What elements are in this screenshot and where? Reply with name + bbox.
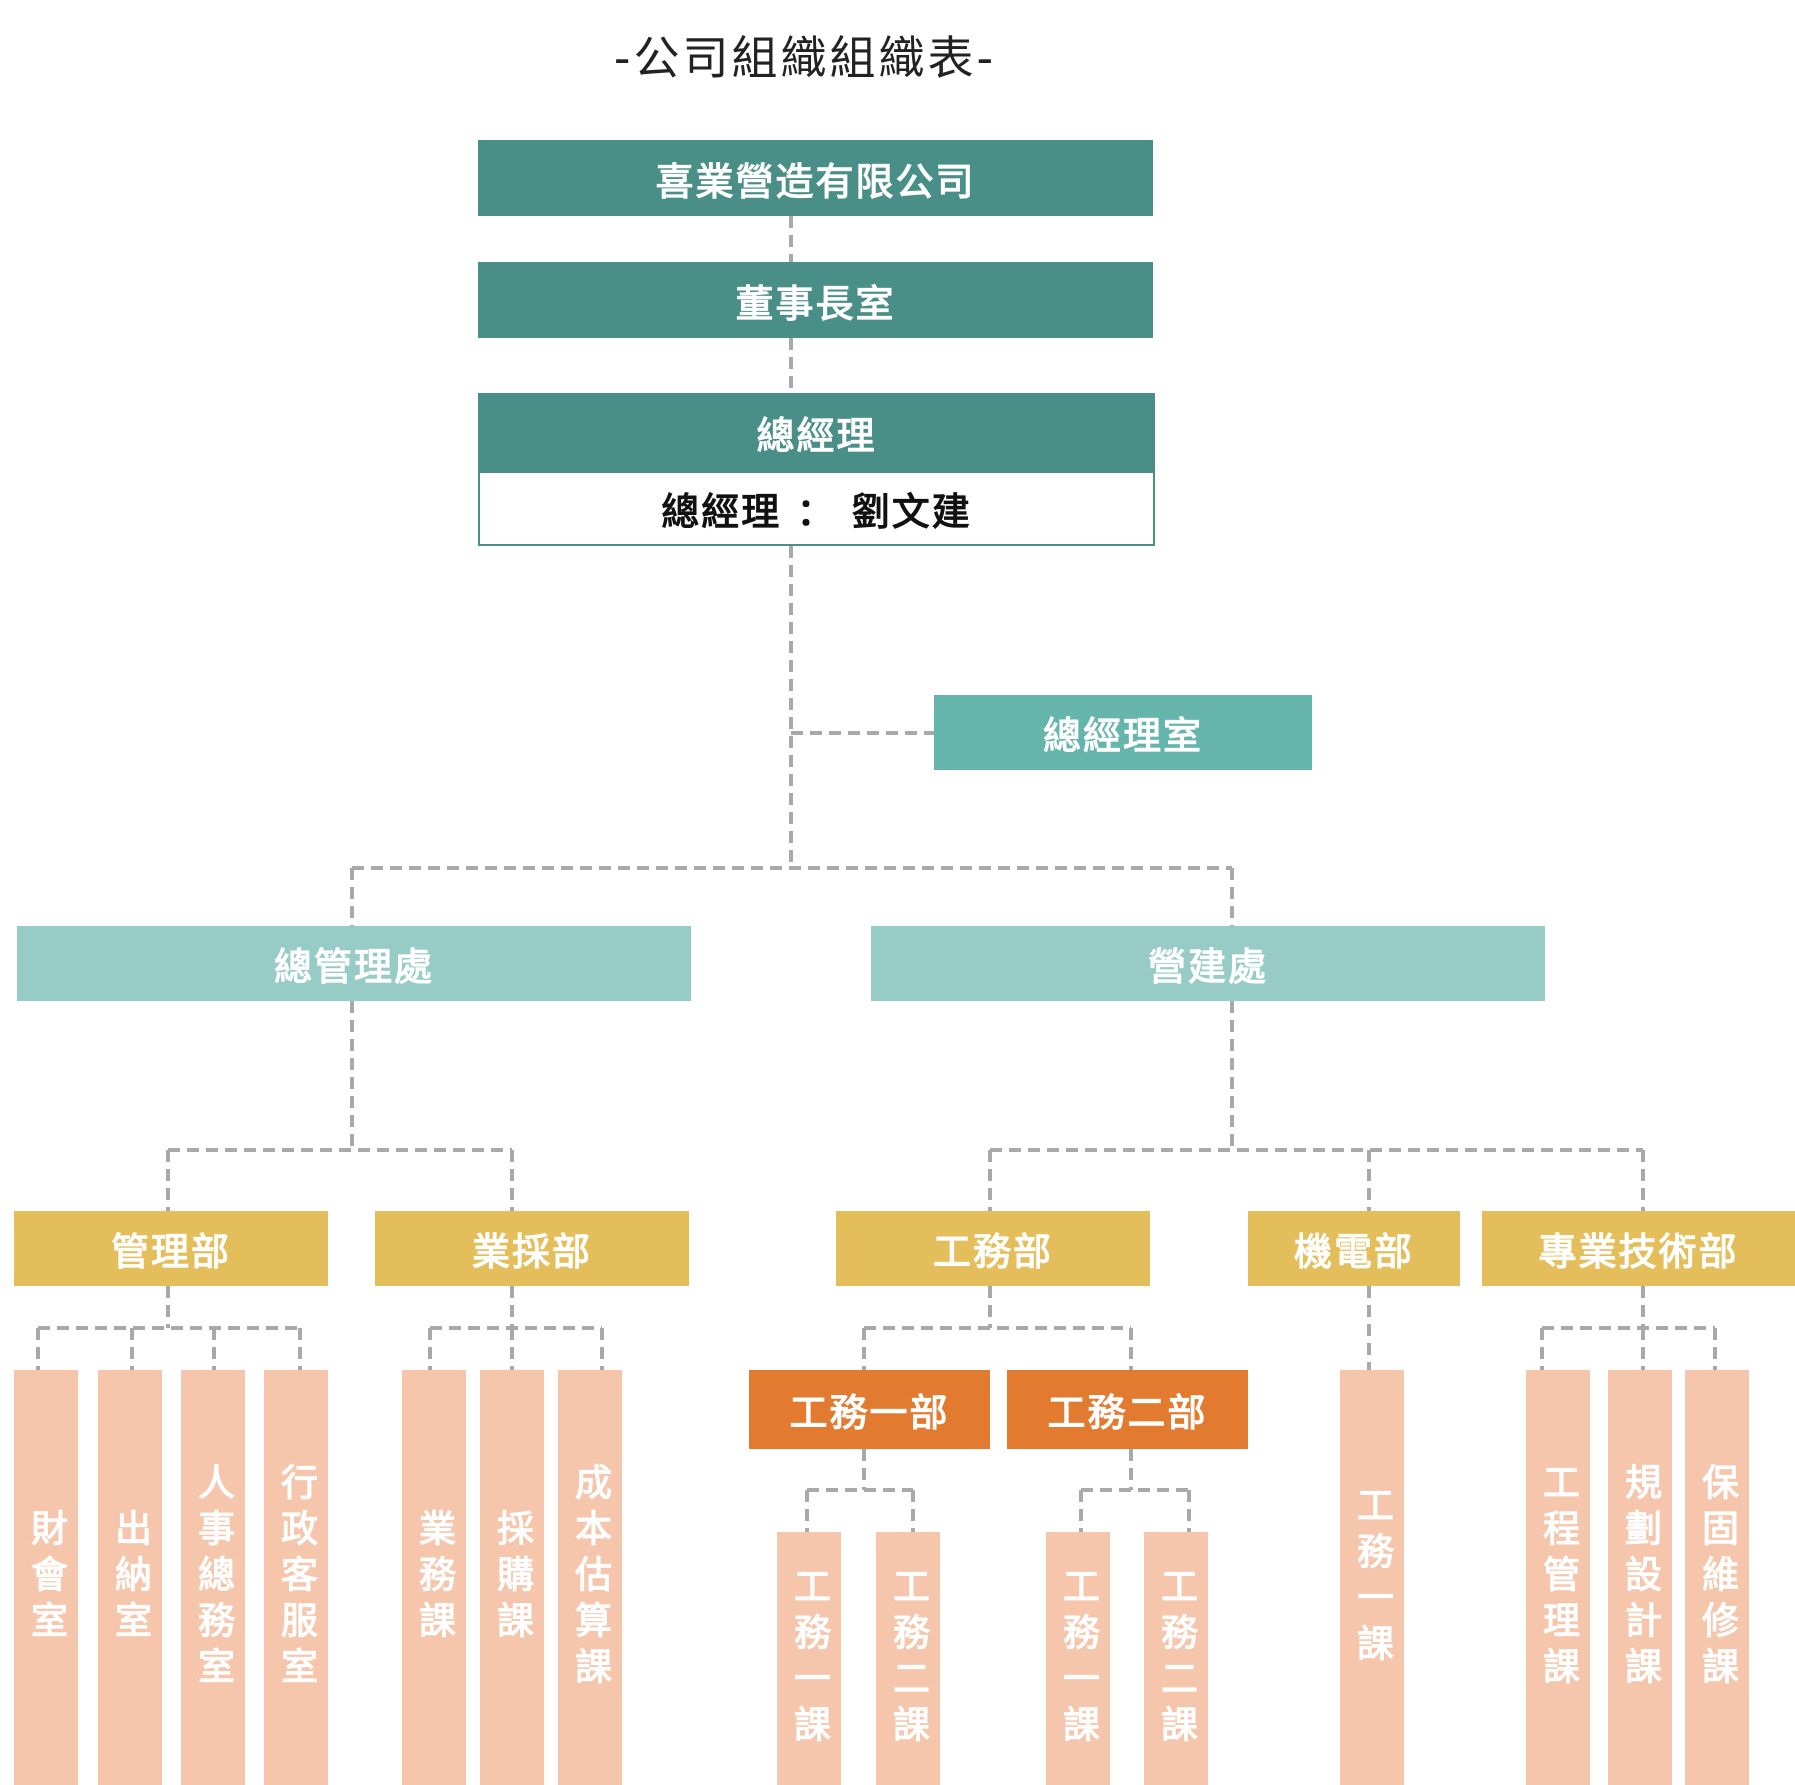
general-manager-name: 總經理 ： 劉文建 (478, 471, 1155, 546)
eng2-subdept-box: 工務二部 (1007, 1370, 1248, 1449)
unit-design: 規劃設計課 (1608, 1370, 1672, 1785)
unit-cost: 成本估算課 (558, 1370, 622, 1785)
eng1-subdept-box: 工務一部 (749, 1370, 990, 1449)
unit-finance: 財會室 (14, 1370, 78, 1785)
management-dept-box: 管理部 (14, 1211, 328, 1286)
admin-division-box: 總管理處 (17, 926, 691, 1001)
unit-maint: 保固維修課 (1685, 1370, 1749, 1785)
unit-hr: 人事總務室 (181, 1370, 245, 1785)
unit-cashier: 出納室 (98, 1370, 162, 1785)
company-box: 喜業營造有限公司 (478, 140, 1153, 216)
unit-procure: 採購課 (480, 1370, 544, 1785)
unit-eng2-sec1: 工務一課 (1046, 1532, 1110, 1785)
unit-eng1-sec1: 工務一課 (777, 1532, 841, 1785)
electromechanical-dept-box: 機電部 (1248, 1211, 1460, 1286)
construction-division-box: 營建處 (871, 926, 1545, 1001)
unit-admin-cs: 行政客服室 (264, 1370, 328, 1785)
gm-office-box: 總經理室 (934, 695, 1312, 770)
unit-eng2-sec2: 工務二課 (1144, 1532, 1208, 1785)
general-manager-box: 總經理 (478, 393, 1155, 471)
technical-dept-box: 專業技術部 (1482, 1211, 1795, 1286)
chairman-office-box: 董事長室 (478, 262, 1153, 338)
unit-me-sec1: 工務一課 (1340, 1370, 1404, 1785)
page-title: -公司組織組織表- (613, 31, 997, 85)
purchasing-dept-box: 業採部 (375, 1211, 689, 1286)
engineering-dept-box: 工務部 (836, 1211, 1150, 1286)
unit-sales: 業務課 (402, 1370, 466, 1785)
unit-eng1-sec2: 工務二課 (876, 1532, 940, 1785)
unit-pm: 工程管理課 (1526, 1370, 1590, 1785)
